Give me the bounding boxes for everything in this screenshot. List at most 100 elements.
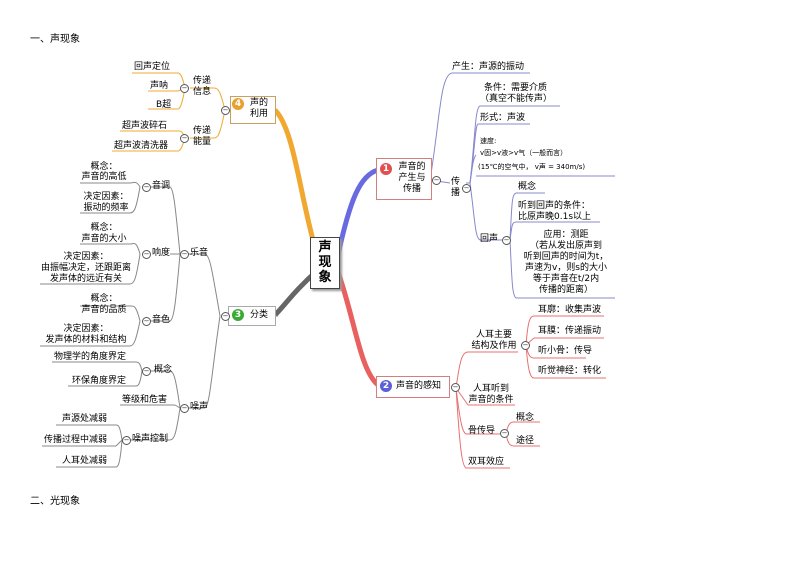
info-item-2: 声呐 (150, 81, 169, 91)
binaural-effect: 双耳效应 (468, 457, 505, 467)
timbre-decide-l2: 发声体的材料和结构 (45, 335, 127, 345)
ear-item-4: 听觉神经：转化 (538, 366, 602, 376)
spread-condition-l1: 条件：需要介质 (484, 83, 548, 93)
branch1-title-l1: 声音的 (398, 162, 426, 172)
section-heading-light: 二、光现象 (30, 496, 80, 507)
transfer-info-l1: 传递 (192, 76, 211, 86)
branch3-number: 3 (232, 309, 244, 321)
branch4-title-l1: 声的 (249, 98, 268, 108)
music-sound-label: 乐音 (190, 248, 209, 258)
branch1-title-l2: 产生与 (398, 173, 426, 183)
loudness-decide-l3: 发声体的远近有关 (49, 274, 122, 284)
loudness-concept-l2: 声音的大小 (81, 234, 127, 244)
spread-label-l2: 播 (451, 188, 461, 198)
noise-label: 噪声 (190, 402, 209, 412)
energy-item-1: 超声波碎石 (122, 121, 168, 131)
noise-concept-collapse-icon[interactable]: − (142, 367, 151, 376)
loudness-decide-l1: 决定因素： (63, 252, 109, 262)
echo-condition-l2: 比原声晚0.1s以上 (518, 212, 592, 222)
info-item-1: 回声定位 (134, 62, 171, 72)
loudness-label: 响度 (152, 248, 171, 258)
spread-label-l1: 传 (451, 177, 461, 187)
timbre-decide-l1: 决定因素： (63, 324, 109, 334)
noise-control-label: 噪声控制 (132, 434, 169, 444)
echo-app-l3: 听到回声的时间为t， (523, 252, 609, 262)
branch2-number: 2 (380, 380, 392, 392)
energy-item-2: 超声波清洗器 (114, 141, 169, 151)
spread-speed-l1: 速度: (480, 137, 497, 145)
center-char-3: 象 (318, 270, 332, 285)
info-item-3: B超 (156, 100, 172, 110)
echo-label: 回声 (480, 234, 499, 244)
branch4-title-l2: 利用 (249, 109, 268, 119)
branch4-collapse-icon[interactable]: − (221, 106, 230, 115)
ear-item-2: 耳膜：传递振动 (538, 326, 602, 336)
noise-control-item-1: 声源处减弱 (62, 414, 108, 424)
noise-control-item-3: 人耳处减弱 (62, 456, 108, 466)
section-heading-sound: 一、声现象 (30, 34, 80, 45)
pitch-decide-l1: 决定因素： (83, 192, 129, 202)
ear-structure-l2: 结构及作用 (471, 341, 517, 351)
spread-speed-l2: v固>v液>v气（一般而言） (480, 149, 568, 157)
branch2-node[interactable] (376, 376, 450, 398)
center-char-1: 声 (318, 240, 332, 255)
noise-control-collapse-icon[interactable]: − (122, 436, 131, 445)
loudness-concept-l1: 概念： (90, 223, 118, 233)
music-collapse-icon[interactable]: − (180, 250, 189, 259)
branch3-collapse-icon[interactable]: − (221, 312, 230, 321)
produce-label: 产生：声源的振动 (452, 62, 525, 72)
pitch-collapse-icon[interactable]: − (142, 183, 151, 192)
branch4-number: 4 (232, 98, 244, 110)
transfer-energy-l2: 能量 (192, 137, 211, 147)
echo-app-l4: 声速为v，则s的大小 (524, 263, 607, 273)
timbre-concept-l2: 声音的品质 (81, 305, 127, 315)
loudness-decide-l2: 由振幅决定，还跟距离 (40, 263, 131, 273)
pitch-decide-l2: 振动的频率 (83, 203, 129, 213)
branch3-title: 分类 (250, 310, 269, 320)
timbre-collapse-icon[interactable]: − (142, 317, 151, 326)
timbre-concept-l1: 概念： (90, 294, 118, 304)
pitch-concept-l2: 声音的高低 (81, 172, 127, 182)
echo-condition-l1: 听到回声的条件： (518, 201, 591, 211)
pitch-label: 音调 (152, 181, 171, 191)
bone-collapse-icon[interactable]: − (500, 429, 509, 438)
spread-condition-l2: （真空不能传声） (480, 94, 553, 104)
noise-concept-label: 概念 (154, 365, 173, 375)
timbre-label: 音色 (152, 315, 171, 325)
hear-condition-l2: 声音的条件 (468, 395, 514, 405)
loudness-collapse-icon[interactable]: − (142, 250, 151, 259)
hear-condition-l1: 人耳听到 (472, 384, 509, 394)
branch2-collapse-icon[interactable]: − (451, 383, 460, 392)
branch1-number: 1 (380, 163, 392, 175)
branch2-title: 声音的感知 (396, 381, 442, 391)
echo-app-l2: （若从发出原声到 (529, 241, 602, 251)
transfer-info-collapse-icon[interactable]: − (180, 84, 189, 93)
echo-app-l5: 等于声音在t/2内 (532, 274, 600, 284)
echo-app-l6: 传播的距离） (538, 285, 593, 295)
noise-concept-item-2: 环保角度界定 (72, 376, 127, 386)
branch1-collapse-icon[interactable]: − (432, 176, 441, 185)
ear-structure-l1: 人耳主要 (475, 330, 512, 340)
echo-concept: 概念 (518, 182, 537, 192)
center-node[interactable]: 声 现 象 (310, 237, 340, 289)
ear-item-1: 耳廓：收集声波 (538, 305, 602, 315)
transfer-info-l2: 信息 (192, 87, 211, 97)
bone-conduction-label: 骨传导 (468, 426, 496, 436)
spread-form: 形式：声波 (480, 113, 526, 123)
bone-item-1: 概念 (516, 413, 535, 423)
bone-item-2: 途径 (516, 436, 535, 446)
noise-concept-item-1: 物理学的角度界定 (54, 352, 127, 362)
noise-control-item-2: 传播过程中减弱 (44, 435, 108, 445)
pitch-concept-l1: 概念： (90, 162, 118, 172)
spread-collapse-icon[interactable]: − (462, 184, 471, 193)
noise-level-hazard: 等级和危害 (122, 395, 168, 405)
spread-speed-l3: (15℃的空气中， v声 = 340m/s) (478, 163, 586, 171)
ear-item-3: 听小骨：传导 (538, 346, 593, 356)
echo-collapse-icon[interactable]: − (502, 236, 511, 245)
transfer-energy-collapse-icon[interactable]: − (180, 134, 189, 143)
noise-collapse-icon[interactable]: − (180, 404, 189, 413)
echo-app-l1: 应用：测距 (543, 230, 589, 240)
ear-collapse-icon[interactable]: − (521, 341, 530, 350)
center-char-2: 现 (318, 255, 332, 270)
